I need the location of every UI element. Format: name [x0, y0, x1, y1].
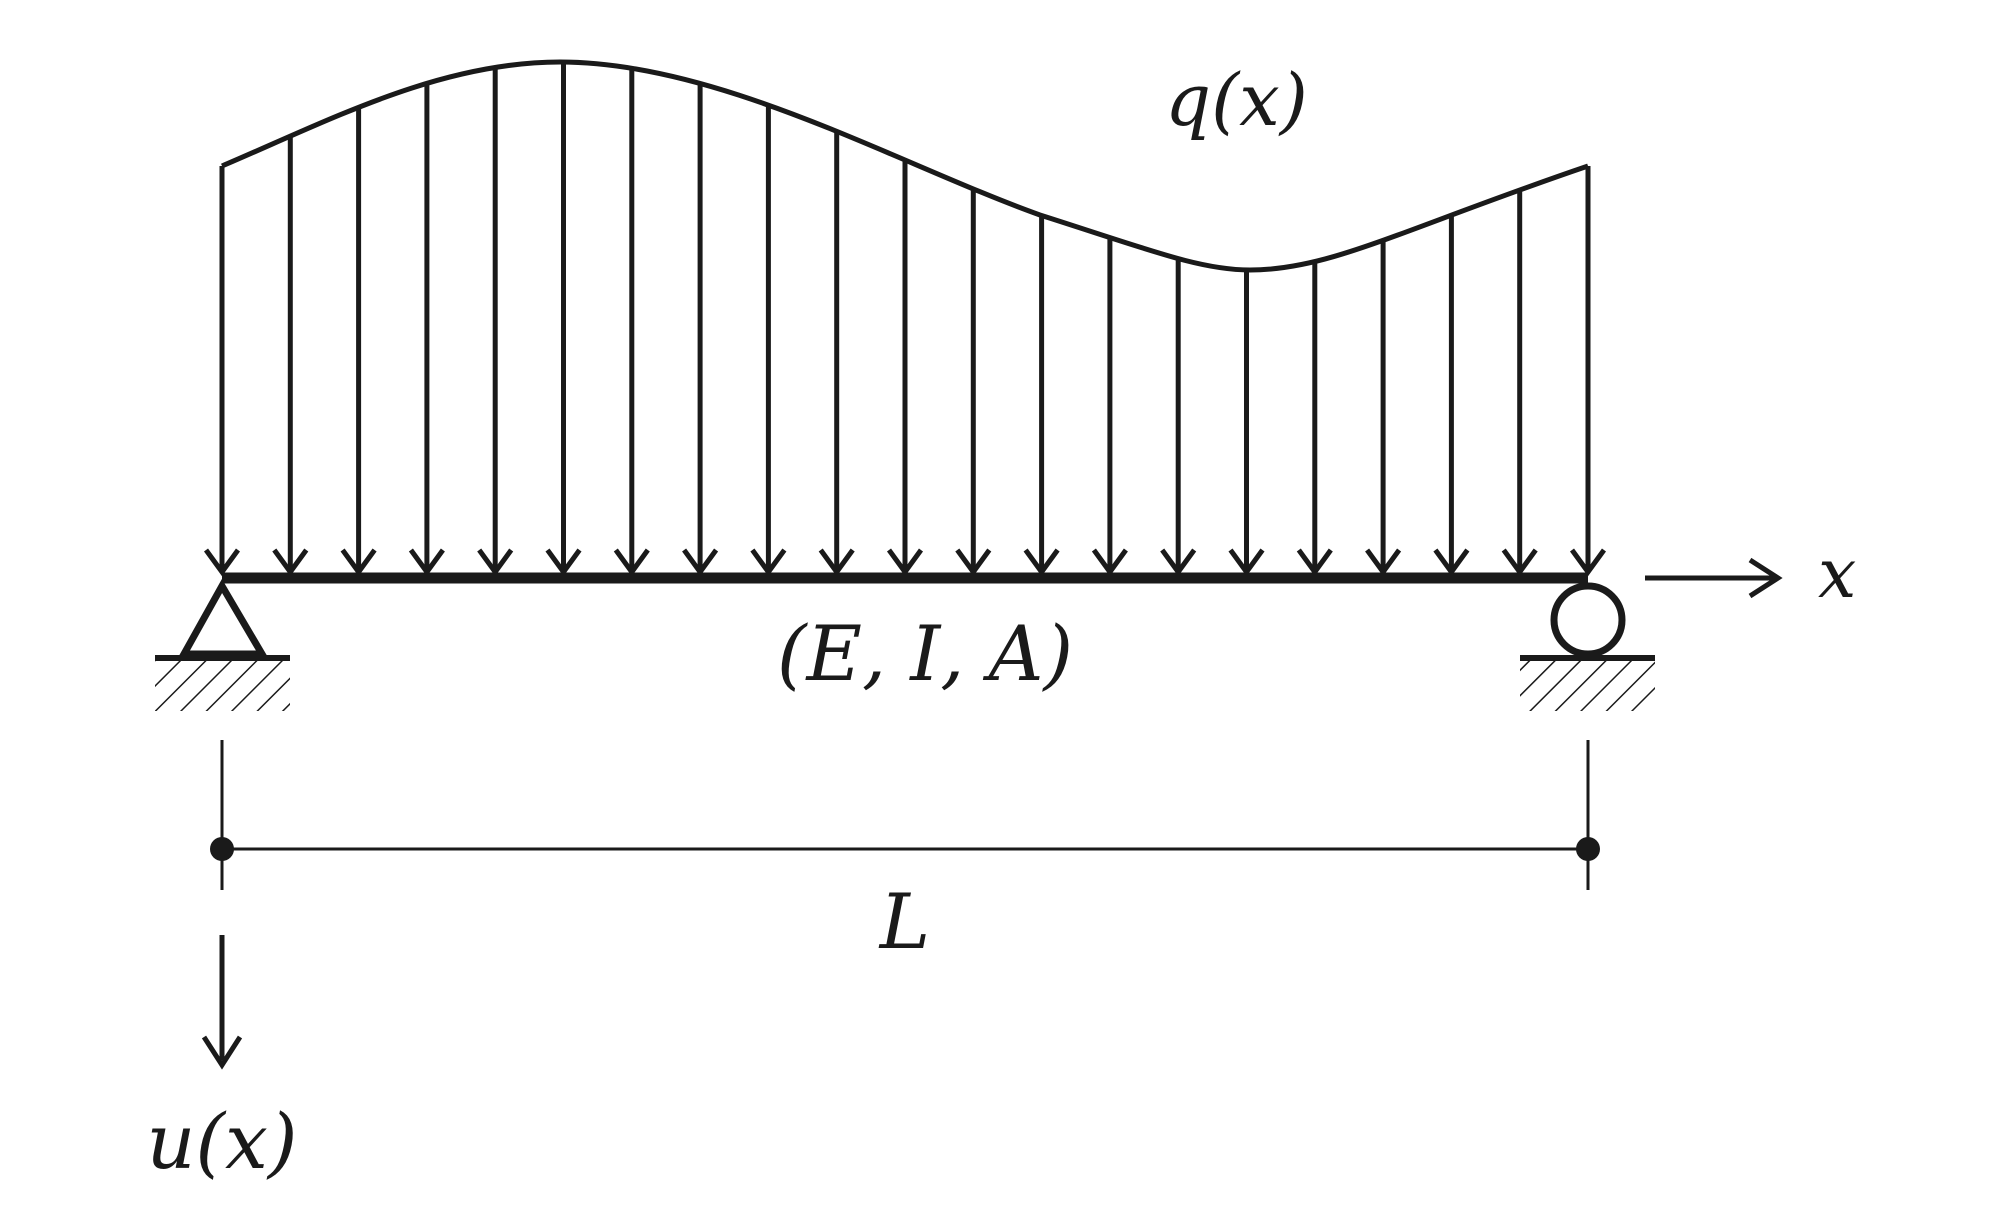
- load-arrow-head: [545, 548, 582, 577]
- load-arrow-head: [203, 548, 241, 577]
- load-arrow-head: [1296, 548, 1333, 577]
- load-arrow-head: [1091, 548, 1128, 577]
- load-arrow-head: [477, 548, 514, 577]
- load-arrow-head: [408, 548, 445, 577]
- load-arrow-head: [272, 548, 309, 577]
- load-arrow-head: [1023, 548, 1060, 577]
- load-arrow-head: [1228, 548, 1265, 577]
- load-arrow-head: [1501, 548, 1538, 577]
- pin-support-icon: [155, 578, 290, 711]
- load-arrow-head: [955, 548, 992, 577]
- load-arrow-head: [613, 548, 650, 577]
- deflection-label: u(x): [146, 1097, 297, 1186]
- load-arrow-head: [886, 548, 924, 577]
- x-axis-label: x: [1818, 535, 1856, 614]
- properties-label: (E, I, A): [777, 609, 1073, 698]
- load-arrow-head: [750, 548, 787, 577]
- roller-support-icon: [1520, 582, 1655, 711]
- load-envelope-curve: [221, 59, 1589, 273]
- length-label: L: [878, 877, 930, 966]
- load-label: q(x): [1165, 58, 1308, 142]
- load-arrow-head: [1160, 548, 1197, 577]
- load-arrow-head: [818, 548, 855, 577]
- load-arrow-head: [682, 548, 719, 577]
- load-arrow-head: [1433, 548, 1470, 577]
- x-axis-arrow-icon: [1645, 557, 1783, 599]
- load-arrow-head: [1569, 548, 1607, 577]
- load-arrows-group: [203, 62, 1607, 577]
- load-arrow-head: [340, 548, 377, 577]
- load-arrow-head: [1365, 548, 1402, 577]
- length-dimension: [210, 740, 1600, 890]
- deflection-arrow-icon: [201, 935, 243, 1070]
